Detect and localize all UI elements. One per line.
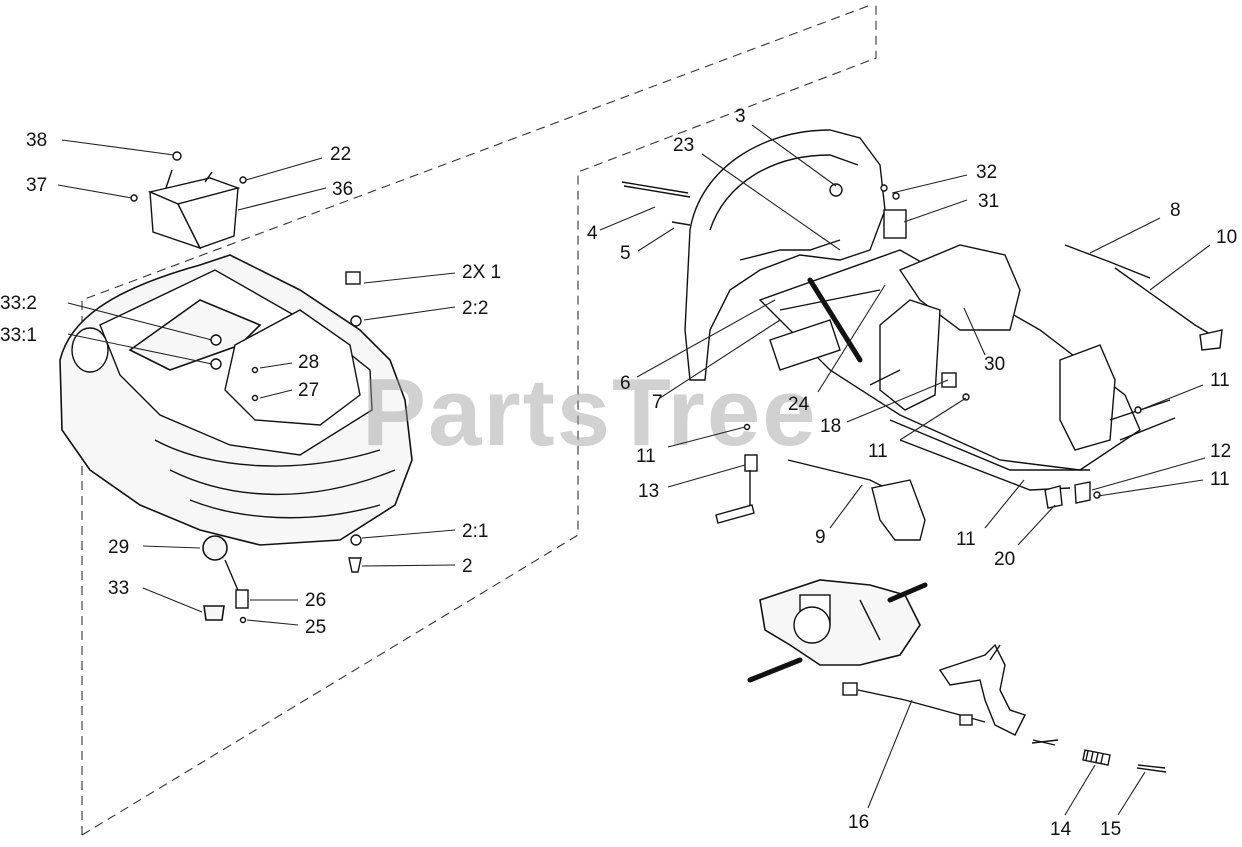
callout-36: 36 — [332, 179, 353, 200]
callout-33-2: 33:2 — [0, 293, 37, 314]
callout-11-center: 11 — [868, 441, 888, 462]
callout-31: 31 — [978, 191, 999, 212]
callout-11-far-right: 11 — [1210, 469, 1230, 490]
callout-8: 8 — [1170, 200, 1181, 221]
callout-32: 32 — [976, 162, 997, 183]
callout-24: 24 — [788, 394, 810, 415]
callout-28: 28 — [298, 352, 319, 373]
springs-and-pins[interactable] — [1031, 739, 1167, 773]
callout-33-1: 33:1 — [0, 325, 37, 346]
callout-22: 22 — [330, 144, 351, 165]
callout-25: 25 — [305, 617, 326, 638]
callout-13: 13 — [638, 481, 659, 502]
callout-16: 16 — [848, 812, 869, 833]
callout-11-left: 11 — [636, 446, 656, 467]
fuel-cap-assembly[interactable] — [202, 535, 249, 624]
callout-5: 5 — [620, 243, 631, 264]
leader-lines — [57, 124, 1211, 816]
callout-9: 9 — [815, 527, 826, 548]
watermark: PartsTree — [362, 359, 818, 466]
callout-2x1: 2X 1 — [462, 262, 501, 283]
callout-15: 15 — [1100, 819, 1121, 840]
brake-pedal-bracket[interactable] — [938, 643, 1026, 736]
brake-cable[interactable] — [842, 682, 986, 726]
callout-11-right: 11 — [1210, 370, 1230, 391]
callout-33: 33 — [108, 578, 129, 599]
callout-38: 38 — [26, 130, 47, 151]
throttle-cables[interactable] — [1064, 244, 1223, 351]
callout-6: 6 — [620, 373, 631, 394]
control-rods[interactable] — [621, 181, 691, 226]
callout-12: 12 — [1210, 441, 1231, 462]
callout-2: 2 — [462, 556, 473, 577]
callout-29: 29 — [108, 537, 129, 558]
callout-3: 3 — [735, 106, 746, 127]
linkage-parts[interactable] — [715, 423, 1101, 541]
callout-27: 27 — [298, 380, 319, 401]
battery[interactable] — [130, 151, 247, 250]
callout-18: 18 — [820, 416, 841, 437]
callout-labels: 38 37 22 36 2X 1 2:2 33:2 33:1 28 27 2:1… — [0, 106, 1237, 840]
callout-7: 7 — [652, 392, 663, 413]
callout-2-1: 2:1 — [462, 521, 488, 542]
callout-26: 26 — [305, 590, 326, 611]
callout-2-2: 2:2 — [462, 298, 488, 319]
callout-14: 14 — [1050, 819, 1072, 840]
callout-20: 20 — [994, 549, 1015, 570]
hood-shell[interactable] — [59, 254, 413, 546]
callout-37: 37 — [26, 175, 47, 196]
callout-11-lower: 11 — [956, 529, 976, 550]
callout-10: 10 — [1216, 227, 1237, 248]
callout-30: 30 — [984, 354, 1005, 375]
callout-4: 4 — [587, 223, 598, 244]
chassis-frame[interactable] — [684, 129, 1176, 491]
hood-hardware — [210, 271, 362, 573]
transaxle[interactable] — [747, 579, 928, 683]
group-boundary — [81, 0, 877, 836]
callout-23: 23 — [673, 135, 694, 156]
